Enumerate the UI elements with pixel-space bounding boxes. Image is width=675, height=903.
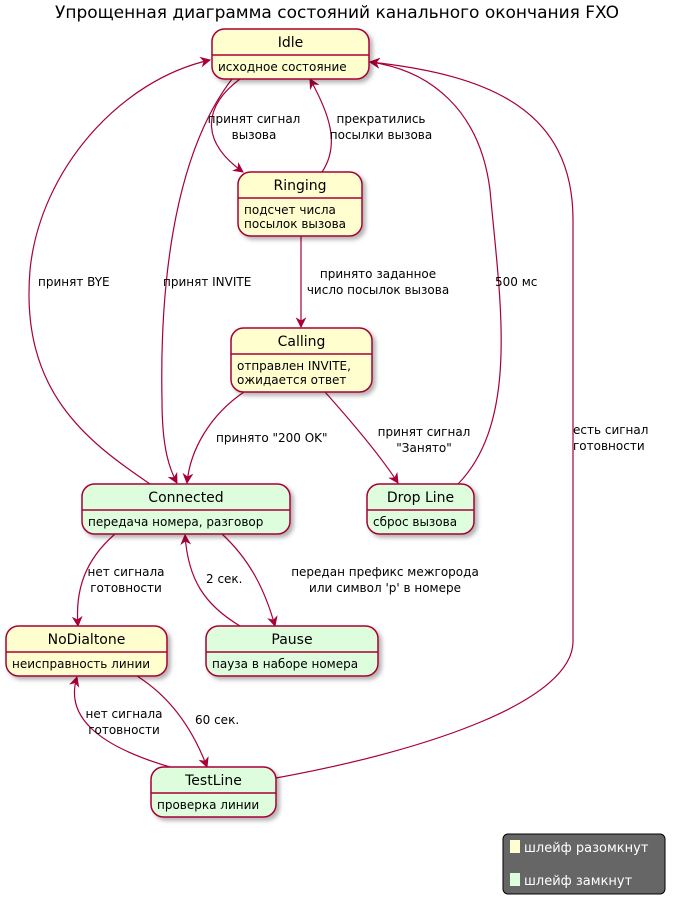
transition-arrow (324, 391, 399, 484)
transition-connected-to-nodialtone: нет сигнала готовности (71, 533, 165, 628)
state-description: подсчет числа (244, 203, 336, 217)
transition-label: принят сигнал (208, 112, 301, 126)
transition-label: 500 мс (495, 275, 537, 289)
transition-connected-to-pause: передан префикс межгорода или символ 'р' … (221, 533, 479, 628)
state-box (366, 483, 475, 535)
transition-label: передан префикс межгорода (291, 565, 479, 579)
state-box (81, 483, 291, 535)
transition-arrow (68, 675, 171, 768)
transition-arrow (28, 56, 212, 485)
transition-label: принят BYE (38, 275, 110, 289)
transition-label: принято заданное (320, 267, 436, 281)
state-box (211, 28, 370, 80)
state-box (150, 766, 277, 818)
transition-label: число посылок вызова (307, 283, 449, 297)
transition-label: вызова (232, 128, 277, 142)
state-description: неисправность линии (12, 657, 150, 671)
transition-label: "Занято" (396, 441, 451, 455)
state-description: передача номера, разговор (88, 515, 263, 529)
transition-label: есть сигнал (573, 423, 648, 437)
transition-connected-to-idle: принят BYE (28, 56, 212, 485)
transition-ringing-to-calling: принято заданное число посылок вызова (295, 236, 449, 329)
state-name: Pause (271, 632, 312, 648)
state-box (5, 625, 168, 677)
transition-dropline-to-idle: 500 мс (368, 57, 537, 485)
state-description: ожидается ответ (237, 373, 346, 387)
transition-arrow (71, 533, 116, 628)
transition-label: принято "200 OK" (216, 431, 328, 445)
transition-arrow (210, 78, 244, 173)
state-name: Ringing (273, 178, 326, 194)
transition-arrow (161, 78, 233, 484)
state-testline: TestLine проверка линии (150, 766, 277, 818)
transition-nodialtone-to-testline: 60 сек. (136, 675, 239, 769)
legend-closed-label: шлейф замкнут (524, 874, 633, 889)
transition-label: принят INVITE (163, 275, 251, 289)
transition-calling-to-connected: принято "200 OK" (182, 391, 328, 485)
state-name: Calling (278, 334, 326, 350)
state-description: исходное состояние (218, 60, 347, 74)
transition-label: готовности (88, 723, 160, 737)
state-name: Drop Line (387, 490, 454, 506)
state-box (205, 625, 379, 677)
transition-arrow (221, 533, 278, 628)
transition-label: посылки вызова (330, 128, 433, 142)
state-name: NoDialtone (48, 632, 126, 648)
transition-idle-to-ringing: принят сигнал вызова (208, 78, 301, 173)
transition-pause-to-connected: 2 сек. (180, 533, 243, 627)
transition-arrow (136, 675, 209, 769)
transition-label: 60 сек. (195, 713, 239, 727)
state-box (237, 171, 363, 237)
state-description: проверка линии (157, 798, 259, 812)
transition-label: готовности (90, 581, 162, 595)
state-name: TestLine (184, 773, 242, 789)
transition-label: или символ 'р' в номере (309, 581, 461, 595)
state-dropline: Drop Line сброс вызова (366, 483, 475, 535)
transition-arrow (180, 533, 241, 627)
legend-box (502, 833, 666, 895)
state-description: сброс вызова (373, 515, 457, 529)
state-calling: Calling отправлен INVITE,ожидается ответ (230, 327, 373, 393)
state-name: Idle (278, 35, 304, 51)
transition-label: 2 сек. (206, 572, 243, 586)
legend-open-label: шлейф разомкнут (524, 841, 649, 856)
legend-swatch-open (510, 840, 520, 853)
state-nodialtone: NoDialtone неисправность линии (5, 625, 168, 677)
state-description: отправлен INVITE, (237, 359, 351, 373)
state-idle: Idle исходное состояние (211, 28, 370, 80)
transition-testline-to-nodialtone: нет сигнала готовности (68, 675, 171, 768)
state-description: пауза в наборе номера (212, 657, 358, 671)
transition-arrow (368, 57, 502, 485)
diagram-title: Упрощенная диаграмма состояний канальног… (55, 3, 619, 23)
transition-idle-to-connected: принят INVITE (161, 78, 251, 484)
state-pause: Pause пауза в наборе номера (205, 625, 379, 677)
transition-label: нет сигнала (86, 707, 163, 721)
transition-calling-to-dropline: принят сигнал "Занято" (324, 391, 471, 484)
transitions-layer: принят сигнал вызова прекратились посылки в… (28, 56, 648, 779)
transition-arrow (275, 57, 574, 779)
transition-label: нет сигнала (88, 565, 165, 579)
transition-label: готовности (573, 439, 645, 453)
transition-label: принят сигнал (378, 425, 471, 439)
transition-testline-to-idle: есть сигнал готовности (275, 57, 648, 779)
state-box (230, 327, 373, 393)
state-name: Connected (148, 490, 223, 506)
transition-ringing-to-idle: прекратились посылки вызова (309, 78, 433, 173)
state-description: посылок вызова (244, 217, 346, 231)
transition-arrow (309, 78, 332, 173)
legend: шлейф разомкнут шлейф замкнут (502, 833, 666, 895)
legend-swatch-closed (510, 873, 520, 886)
transition-arrow (182, 391, 245, 485)
state-connected: Connected передача номера, разговор (81, 483, 291, 535)
transition-label: прекратились (337, 112, 426, 126)
